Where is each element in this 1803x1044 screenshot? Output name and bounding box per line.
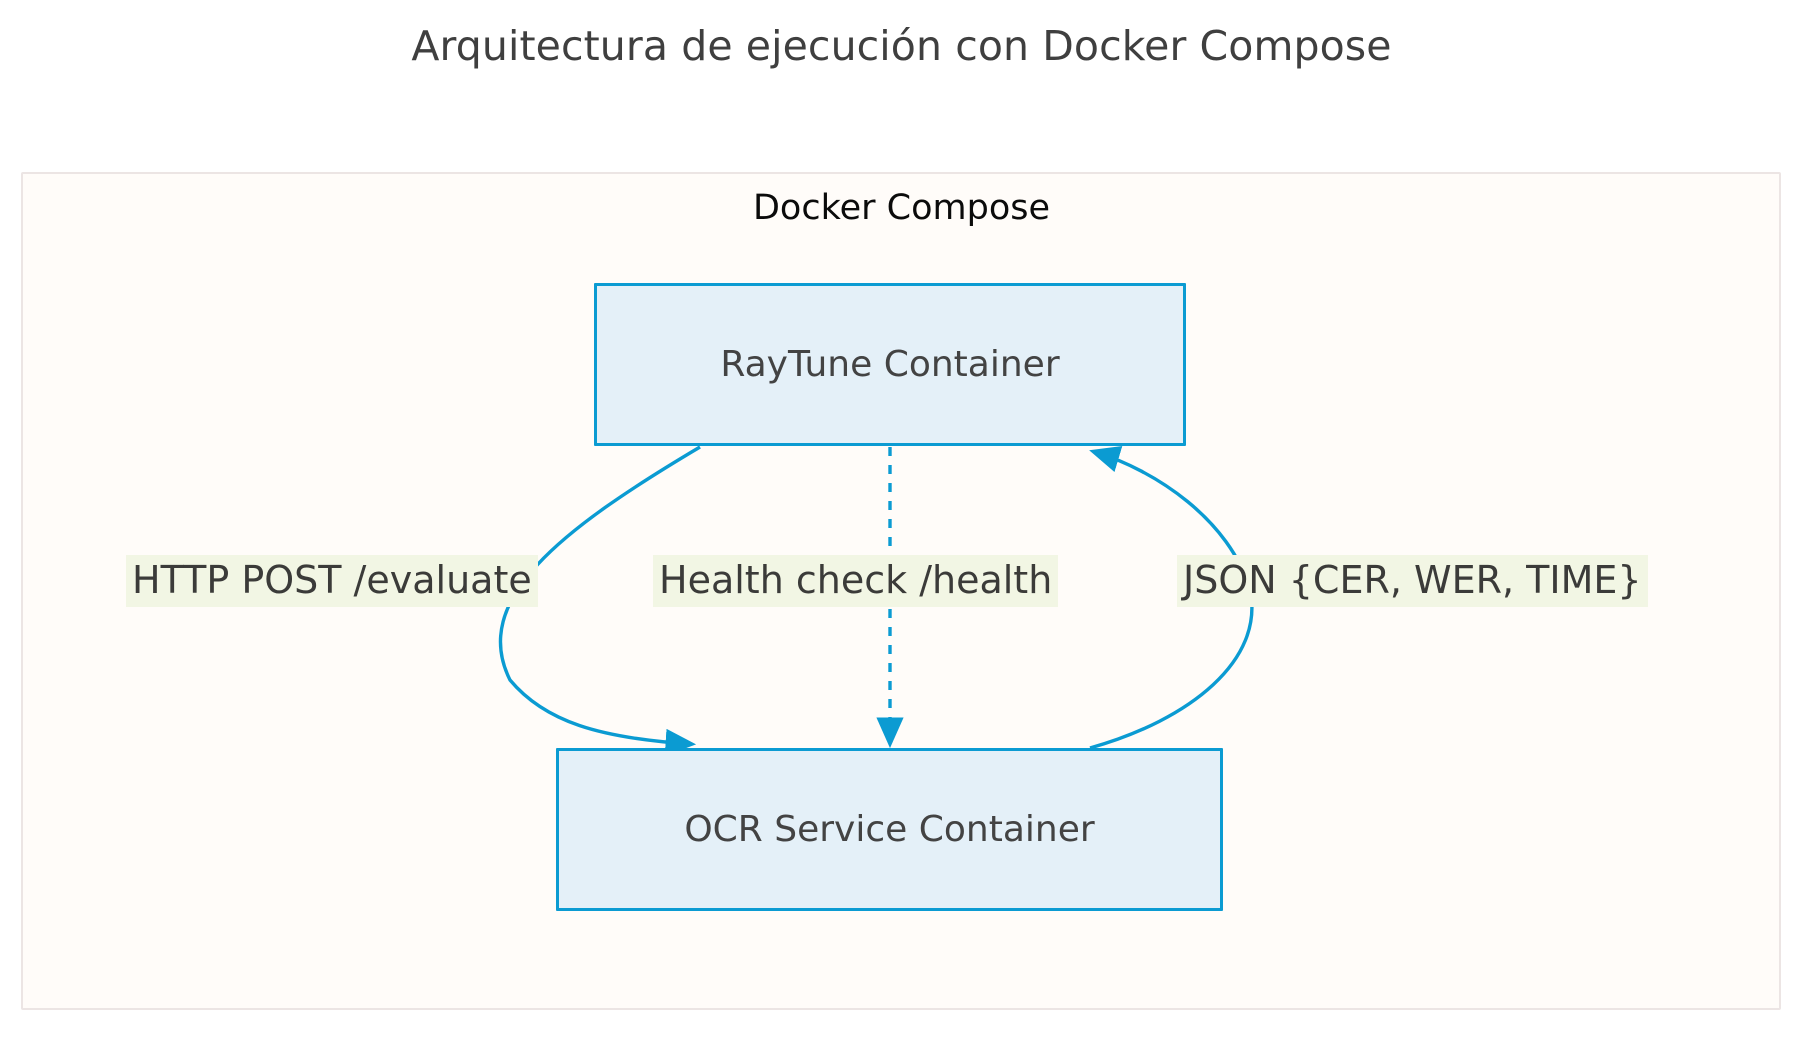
page-title: Arquitectura de ejecución con Docker Com… [411,22,1392,70]
edge-label-json-response: JSON {CER, WER, TIME} [1177,555,1648,607]
node-raytune-container[interactable]: RayTune Container [594,283,1186,446]
edge-label-health-check: Health check /health [653,555,1059,607]
node-ocr-service-container[interactable]: OCR Service Container [556,748,1223,911]
node-ocr-label: OCR Service Container [684,809,1095,850]
subgraph-label: Docker Compose [752,188,1051,228]
node-raytune-label: RayTune Container [720,344,1060,385]
edge-label-http-post-evaluate: HTTP POST /evaluate [126,555,538,607]
